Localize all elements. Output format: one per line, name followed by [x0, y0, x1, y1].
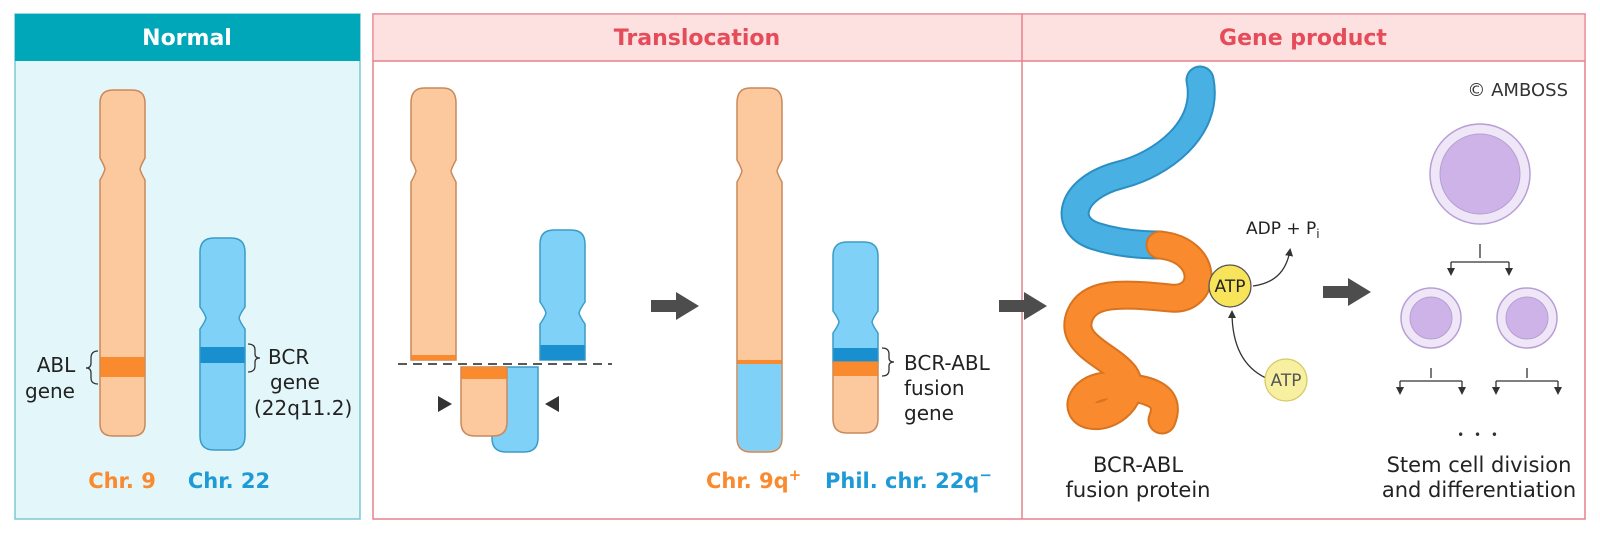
abl-label-line1: ABL: [37, 353, 76, 377]
protein-label-line2: fusion protein: [1066, 478, 1211, 502]
abl-brace: [85, 350, 99, 385]
copyright-text: © AMBOSS: [1467, 80, 1568, 101]
normal-header: [15, 14, 360, 61]
normal-title: Normal: [142, 26, 232, 51]
chromosome-9q-plus: [736, 87, 783, 453]
fusion-brace: [881, 347, 895, 377]
bcr-band: [200, 347, 245, 363]
cell-arrow: [1323, 278, 1371, 306]
chr9-label: Chr. 9: [88, 469, 156, 493]
fusion-label-line1: BCR-ABL: [904, 351, 991, 375]
bcr-abl-protein: [1060, 65, 1216, 435]
bcr-label-line1: BCR: [268, 345, 309, 369]
adp-arrow: [1252, 248, 1294, 287]
atp-bound-label: ATP: [1215, 277, 1246, 297]
abl-band: [100, 357, 145, 377]
translocation-title: Translocation: [614, 26, 780, 51]
normal-panel-bg: [14, 13, 361, 520]
exchange-arrow-left: [545, 396, 559, 412]
product-arrow: [999, 292, 1047, 320]
fusion-label-line2: fusion: [904, 376, 965, 400]
stem-label-line2: and differentiation: [1382, 478, 1576, 502]
ellipsis: • • •: [1457, 428, 1501, 442]
normal-panel: Normal ABL gene BCR gene (22q11.2) Chr. …: [14, 13, 361, 520]
philadelphia-chromosome: [832, 241, 879, 434]
bcr-label-line2: gene: [270, 370, 320, 394]
gene-product-title: Gene product: [1219, 26, 1387, 51]
bcr-brace: [247, 343, 261, 373]
swapped-fragments: [460, 366, 539, 453]
gene-product-panel: © AMBOSS ATP ADP + Pi ATP BCR-ABL fusion…: [999, 65, 1576, 502]
translocation-arrow: [651, 292, 699, 320]
chr9q-label: Chr. 9q+: [706, 466, 801, 493]
stem-label-line1: Stem cell division: [1387, 453, 1572, 477]
atp-binding-arrow: [1228, 310, 1267, 379]
atp-free-circle: [1264, 358, 1308, 402]
exchange-arrow-right: [438, 396, 452, 412]
bcr-label-line3: (22q11.2): [254, 396, 352, 420]
fusion-label-line3: gene: [904, 401, 954, 425]
abl-label-line2: gene: [25, 379, 75, 403]
right-header: [373, 14, 1585, 61]
chr22-breaking: [539, 229, 586, 361]
phil-chr22-label: Phil. chr. 22q−: [825, 466, 992, 493]
protein-label-line1: BCR-ABL: [1093, 453, 1183, 477]
chromosome-9: [99, 89, 146, 437]
stem-cell-nucleus: [1439, 133, 1521, 215]
atp-bound-circle: [1208, 264, 1252, 308]
stem-cell-tree: [1396, 123, 1562, 395]
chromosome-22: [199, 237, 246, 451]
translocation-panel: BCR-ABL fusion gene Chr. 9q+ Phil. chr. …: [398, 87, 992, 493]
atp-free-label: ATP: [1271, 371, 1302, 391]
chr9-breaking: [410, 87, 457, 361]
adp-label: ADP + Pi: [1246, 219, 1320, 241]
chr22-label: Chr. 22: [188, 469, 270, 493]
